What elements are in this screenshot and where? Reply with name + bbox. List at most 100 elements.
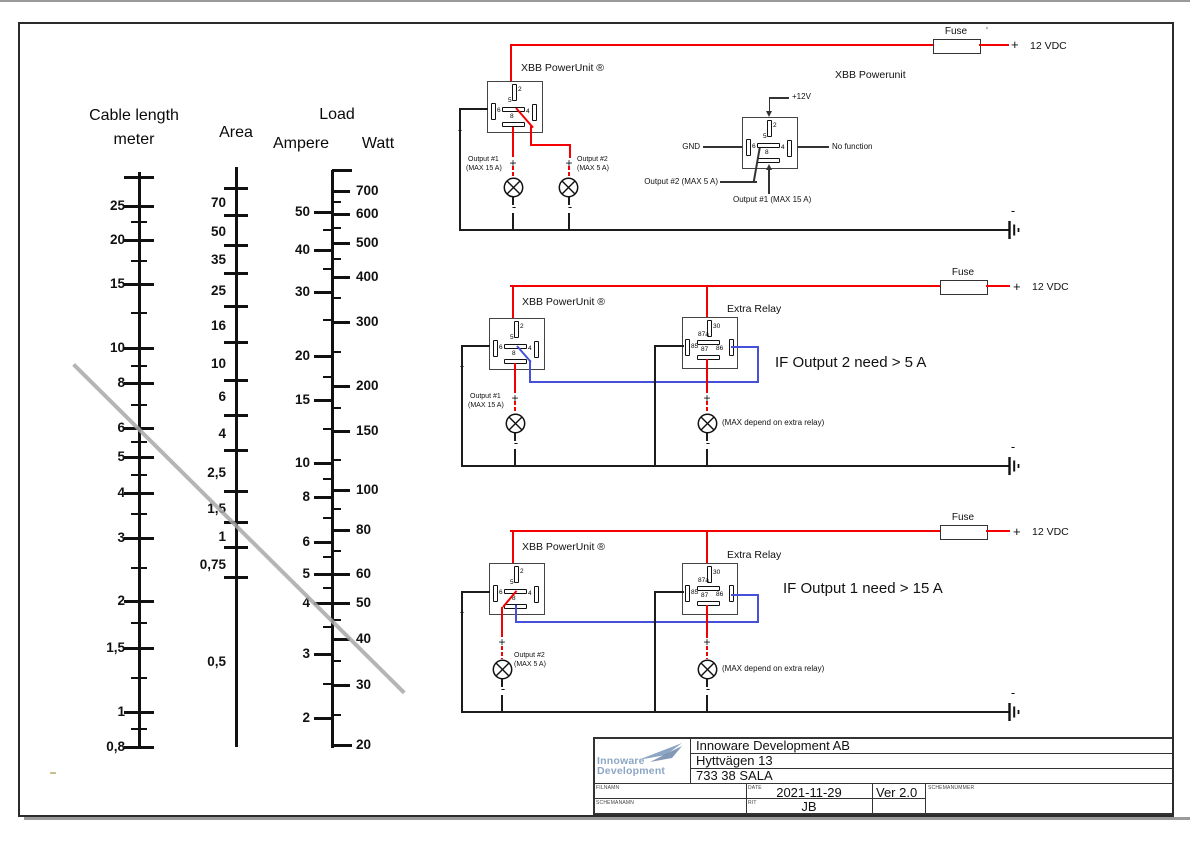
c1-out2-wire-v1 — [530, 126, 532, 146]
c2-xbb-title: XBB PowerUnit ® — [522, 296, 606, 308]
minor-tick — [323, 376, 332, 378]
relay-pin-label-87a: 87a — [698, 577, 709, 584]
tick — [124, 175, 154, 179]
tick — [314, 461, 332, 465]
minor-tick — [131, 260, 147, 262]
c3-ground-rail — [461, 711, 1009, 713]
tick-label: 0,8 — [106, 739, 125, 754]
c1-out1-wire-v — [512, 127, 514, 157]
tick-label: 4 — [302, 595, 310, 610]
c3-trigger-v1 — [515, 605, 517, 623]
cable-axis — [137, 172, 141, 748]
tick — [124, 204, 154, 208]
c3-lamp2-stub — [706, 646, 708, 659]
pinout-12v-arrow — [765, 111, 772, 117]
c2-lamp1-minus: - — [513, 435, 519, 450]
pinout-12v-label: +12V — [792, 92, 811, 101]
tick-label: 8 — [117, 375, 125, 390]
relay-pin-2 — [514, 566, 519, 583]
c1-lamp2-minus: - — [567, 199, 573, 214]
c1-lamp2-low-stub — [568, 197, 570, 205]
relay-pin-87a — [697, 340, 720, 345]
relay-pin-86 — [729, 585, 734, 602]
tick-label: 40 — [356, 631, 372, 646]
relay-pin-label-87: 87 — [701, 346, 709, 353]
relay-pin-label-8: 8 — [512, 595, 516, 602]
c3-output2-label-line2: (MAX 5 A) — [514, 661, 546, 668]
c3-gnd-wire-v — [461, 592, 463, 712]
tick — [124, 455, 154, 459]
relay-pin-label-4: 4 — [781, 144, 785, 151]
pinout-out1-arrow — [765, 164, 772, 170]
relay-pin-8 — [502, 122, 525, 127]
c2-max-depend-label: (MAX depend on extra relay) — [722, 418, 825, 427]
tick-label: 6 — [218, 389, 226, 404]
relay-pin-label-8: 8 — [510, 113, 514, 120]
relay-pin-label-85: 85 — [691, 589, 699, 596]
tick — [124, 646, 154, 650]
relay-pin-2 — [767, 120, 772, 137]
pinout-12v-wire-v — [768, 97, 770, 113]
tick — [314, 210, 332, 214]
c1-gnd-wire-v — [459, 109, 461, 231]
minor-tick — [131, 404, 147, 406]
tick — [332, 683, 350, 687]
tick-label: 20 — [356, 737, 372, 752]
c2-condition-text: IF Output 2 need > 5 A — [775, 354, 927, 371]
tick — [224, 304, 248, 308]
tick-label: 50 — [356, 595, 372, 610]
c3-max-depend-label: (MAX depend on extra relay) — [722, 664, 825, 673]
relay-pin-label-2: 2 — [520, 323, 524, 330]
relay-pin-85 — [685, 585, 690, 602]
tick-label: 600 — [356, 206, 379, 221]
tick-label: 400 — [356, 269, 379, 284]
tick-label: 40 — [294, 242, 310, 257]
minor-tick — [323, 319, 332, 321]
tick-label: 700 — [356, 183, 379, 198]
c1-lamp1-plus: + — [509, 156, 517, 170]
minor-tick — [332, 459, 341, 461]
minor-tick — [131, 365, 147, 367]
c2-trigger-v2 — [757, 346, 759, 383]
relay-pin-label-2: 2 — [773, 122, 777, 129]
c2-output1-label-line1: Output #1 — [470, 393, 501, 400]
tick-label: 5 — [117, 449, 125, 464]
c1-xbb-title: XBB PowerUnit ® — [521, 62, 605, 74]
minor-tick — [131, 221, 147, 223]
relay-pin-85 — [685, 339, 690, 356]
tick — [224, 448, 248, 452]
pinout-out2-label: Output #2 (MAX 5 A) — [644, 177, 718, 186]
minor-tick — [323, 478, 332, 480]
c1-ground-icon — [1008, 221, 1020, 239]
tick — [332, 429, 350, 433]
relay-pin-5 — [504, 344, 527, 349]
tick-label: 35 — [210, 252, 226, 267]
tb-border-bottom — [593, 813, 1172, 815]
pinout-out1-label: Output #1 (MAX 15 A) — [733, 195, 812, 204]
c2-lamp2-minus: - — [705, 435, 711, 450]
load-scale-title: Load — [319, 106, 355, 123]
c1-12vdc-label: 12 VDC — [1030, 40, 1067, 52]
tick — [224, 545, 248, 549]
c1-lamp1-icon — [503, 177, 524, 198]
c1-fuse-label: Fuse — [944, 26, 968, 37]
load-axis-top-bar — [332, 168, 352, 172]
relay-pin-8 — [757, 158, 780, 163]
c1-lamp1-stub — [512, 166, 514, 178]
c2-lamp1-icon — [505, 413, 526, 434]
c1-positive-rail — [510, 44, 934, 46]
minor-tick — [332, 297, 341, 299]
c3-trigger-to-86 — [731, 594, 759, 596]
tick-label: 70 — [210, 195, 226, 210]
c2-positive-rail — [510, 285, 941, 287]
c1-lamp1-low-stub — [512, 197, 514, 205]
pinout-gnd-wire — [703, 146, 742, 148]
relay-pin-label-6: 6 — [499, 589, 503, 596]
innoware-logo-swoosh-icon — [638, 743, 682, 762]
tick — [124, 745, 154, 749]
c3-lamp1-icon — [492, 659, 513, 680]
c1-output2-label-line2: (MAX 5 A) — [577, 165, 609, 172]
minor-tick — [332, 660, 341, 662]
c1-ground-rail — [459, 229, 1009, 231]
logo-text-line1: Innoware — [597, 755, 645, 767]
